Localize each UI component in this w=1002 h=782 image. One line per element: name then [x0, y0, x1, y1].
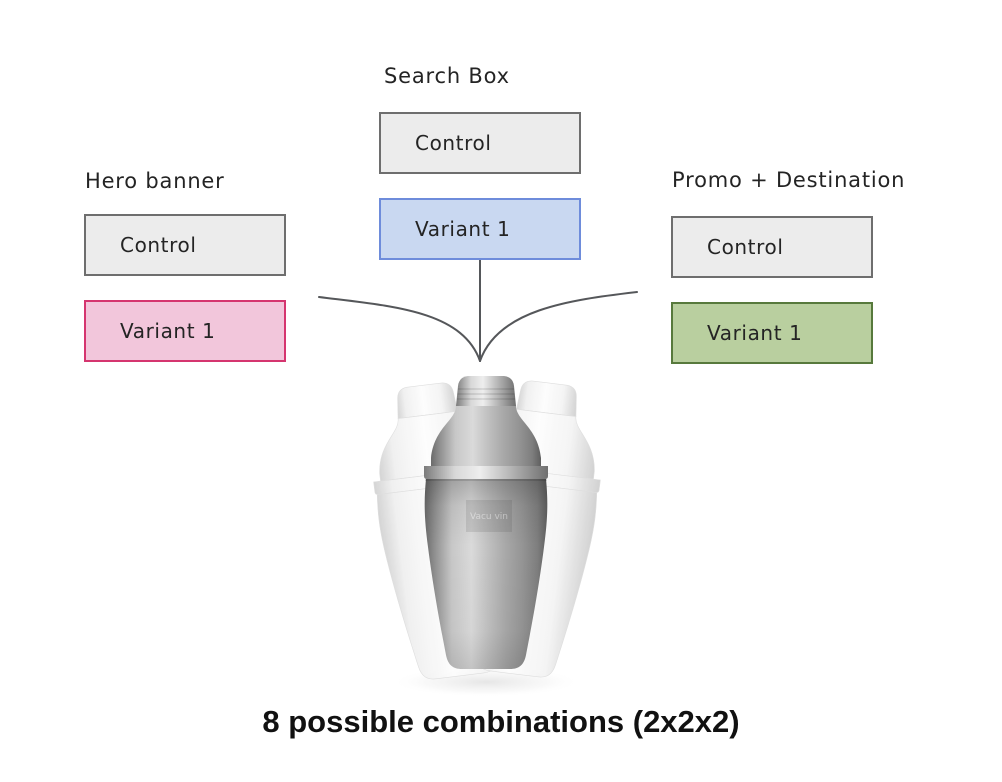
- connector-path-left: [318, 296, 481, 362]
- shaker-dome: [431, 406, 541, 466]
- promo-destination-control-label: Control: [707, 235, 784, 259]
- hero-banner-variant-label: Variant 1: [120, 319, 216, 343]
- experiment-label-promo-destination: Promo + Destination: [672, 168, 906, 192]
- promo-destination-variant-label: Variant 1: [707, 321, 803, 345]
- search-box-control-label: Control: [415, 131, 492, 155]
- shaker-collar: [424, 466, 548, 479]
- experiment-label-search-box: Search Box: [384, 64, 510, 88]
- hero-banner-control-label: Control: [120, 233, 197, 257]
- search-box-variant-label: Variant 1: [415, 217, 511, 241]
- experiment-label-hero-banner: Hero banner: [85, 169, 225, 193]
- search-box-variant-box: Variant 1: [379, 198, 581, 260]
- search-box-control-box: Control: [379, 112, 581, 174]
- shaker-logo: Vacu vin: [466, 500, 512, 532]
- connector-path-right: [479, 291, 638, 362]
- slide-title: 8 possible combinations (2x2x2): [262, 704, 740, 739]
- main-shaker: Vacu vin: [424, 376, 548, 669]
- hero-banner-variant-box: Variant 1: [84, 300, 286, 362]
- shaker-cap: [456, 376, 516, 406]
- cocktail-shaker-image: Vacu vin: [362, 375, 612, 697]
- hero-banner-control-box: Control: [84, 214, 286, 276]
- promo-destination-control-box: Control: [671, 216, 873, 278]
- shaker-logo-text: Vacu vin: [470, 512, 508, 522]
- promo-destination-variant-box: Variant 1: [671, 302, 873, 364]
